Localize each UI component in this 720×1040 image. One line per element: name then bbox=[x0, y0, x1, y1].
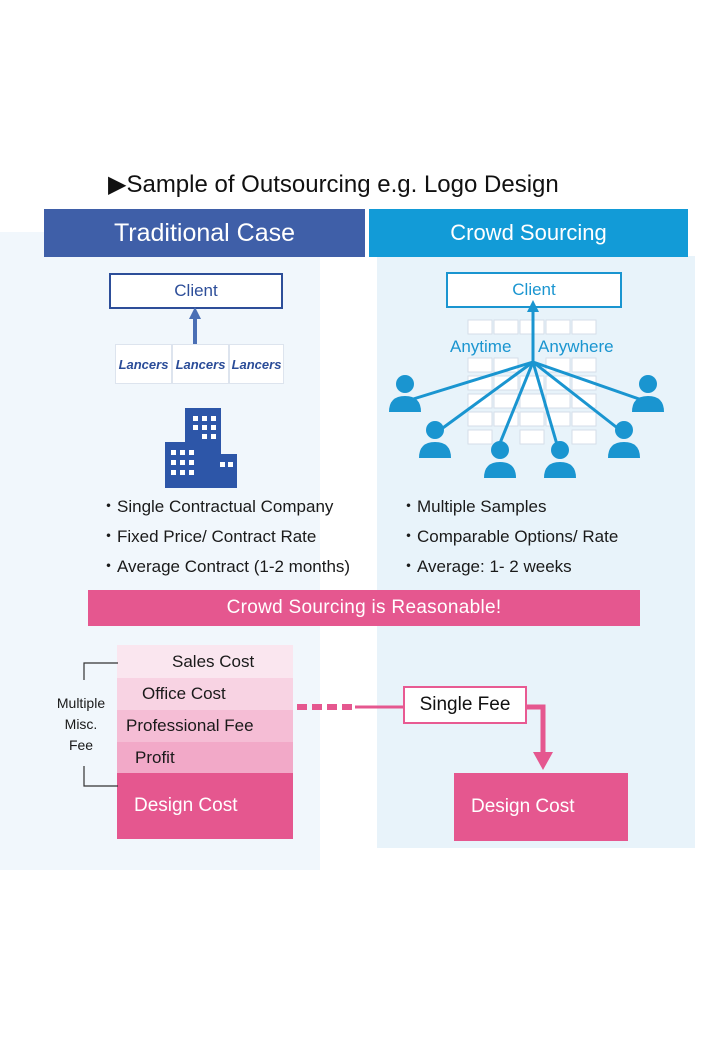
right-design-cost-box: Design Cost bbox=[454, 773, 628, 841]
office-cost-row: Office Cost bbox=[117, 678, 293, 710]
traditional-bullet-2: ・Fixed Price/ Contract Rate bbox=[100, 527, 317, 546]
reasonable-banner: Crowd Sourcing is Reasonable! bbox=[88, 590, 640, 626]
multiple-misc-fee-label: Multiple Misc. Fee bbox=[56, 695, 106, 753]
page-title: ▶Sample of Outsourcing e.g. Logo Design bbox=[108, 171, 559, 198]
lancers-logo-3: Lancers bbox=[229, 344, 284, 384]
misc-fee-bracket bbox=[83, 662, 118, 787]
lancers-logo-1: Lancers bbox=[115, 344, 172, 384]
crowd-network-diagram bbox=[389, 300, 664, 478]
traditional-bullets: ・Single Contractual Company ・Fixed Price… bbox=[100, 492, 350, 582]
professional-fee-row: Professional Fee bbox=[117, 710, 293, 742]
person-icons bbox=[389, 375, 664, 478]
client-arrow-up bbox=[189, 307, 201, 345]
anytime-label: Anytime bbox=[450, 337, 512, 356]
crowd-bullet-3: ・Average: 1- 2 weeks bbox=[400, 557, 572, 576]
building-icon bbox=[165, 408, 237, 488]
crowd-bullets: ・Multiple Samples ・Comparable Options/ R… bbox=[400, 492, 618, 582]
profit-row: Profit bbox=[117, 742, 293, 773]
lancers-logo-2: Lancers bbox=[172, 344, 229, 384]
traditional-bullet-1: ・Single Contractual Company bbox=[100, 497, 334, 516]
single-fee-box: Single Fee bbox=[403, 686, 527, 724]
single-fee-connector bbox=[297, 704, 553, 770]
sample-logo-grid bbox=[467, 319, 597, 445]
traditional-client-box: Client bbox=[109, 273, 283, 309]
traditional-bullet-3: ・Average Contract (1-2 months) bbox=[100, 557, 351, 576]
sales-cost-row: Sales Cost bbox=[117, 645, 293, 678]
crowd-panel-background bbox=[377, 256, 695, 848]
traditional-case-header: Traditional Case bbox=[44, 209, 365, 257]
anywhere-label: Anywhere bbox=[538, 337, 614, 356]
crowd-bullet-2: ・Comparable Options/ Rate bbox=[400, 527, 619, 546]
left-design-cost-box: Design Cost bbox=[117, 773, 293, 839]
crowd-bullet-1: ・Multiple Samples bbox=[400, 497, 547, 516]
crowd-sourcing-header: Crowd Sourcing bbox=[369, 209, 688, 257]
